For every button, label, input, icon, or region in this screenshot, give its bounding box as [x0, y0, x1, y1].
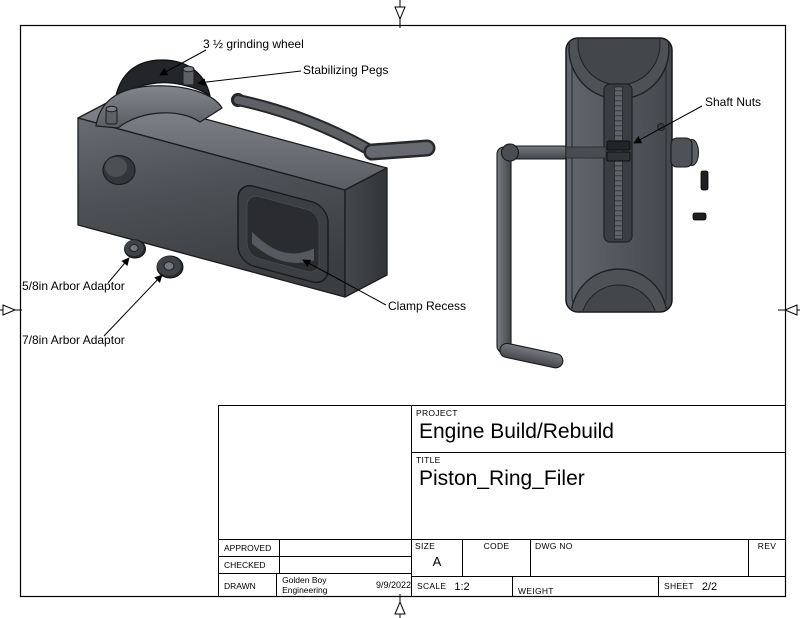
title-cell: TITLE Piston_Ring_Filer — [412, 453, 785, 539]
title-block: PROJECT Engine Build/Rebuild TITLE Pisto… — [218, 405, 786, 597]
callout-shaft-nuts: Shaft Nuts — [705, 95, 762, 109]
clamp-recess — [237, 184, 329, 284]
title-value: Piston_Ring_Filer — [419, 467, 585, 491]
checked-value — [280, 557, 285, 573]
wheel-housing — [95, 85, 223, 129]
drawn-row: DRAWN Golden Boy Engineering 9/9/2022 — [219, 573, 411, 596]
stabilizing-peg-front — [105, 105, 118, 125]
project-cell: PROJECT Engine Build/Rebuild — [412, 406, 785, 453]
crank-grip-top — [499, 342, 564, 369]
plate-bosses — [568, 39, 670, 311]
size-cell: SIZE A — [412, 539, 463, 576]
side-knob — [102, 154, 136, 186]
drawn-label: DRAWN — [219, 574, 278, 596]
title-label: TITLE — [416, 455, 441, 465]
crank-shaft-cap — [500, 143, 520, 162]
crank-arm — [496, 146, 512, 354]
code-label: CODE — [483, 541, 510, 551]
approved-value — [280, 540, 285, 556]
center-mark-right — [778, 304, 800, 316]
center-mark-bottom — [394, 594, 406, 618]
callout-clamp-recess: Clamp Recess — [388, 299, 467, 313]
sheet-label: SHEET — [664, 580, 694, 591]
leader-clamp-recess — [302, 259, 387, 306]
callout-arbor-78: 7/8in Arbor Adaptor — [22, 333, 125, 347]
arbor-adaptor-5-8 — [124, 239, 146, 259]
leader-arbor-58 — [107, 257, 130, 284]
leader-grinding-wheel — [159, 49, 207, 76]
leader-arbor-78 — [103, 274, 163, 337]
arbor-adaptor-7-8 — [156, 255, 184, 279]
leader-lines — [103, 49, 703, 337]
sheet-value: 2/2 — [701, 580, 718, 593]
dwg-no-cell: DWG NO — [531, 539, 749, 576]
scale-value: 1:2 — [454, 580, 470, 593]
drawn-value: Golden Boy Engineering — [282, 575, 328, 595]
size-value: A — [432, 554, 442, 570]
drawn-date: 9/9/2022 — [375, 580, 411, 590]
dwg-no-label: DWG NO — [535, 541, 573, 551]
title-block-divider — [411, 406, 412, 596]
scale-cell: SCALE 1:2 — [412, 576, 513, 596]
rev-label: REV — [757, 541, 777, 551]
scale-label: SCALE — [417, 580, 447, 591]
callout-grinding-wheel: 3 ½ grinding wheel — [203, 37, 304, 51]
approved-label: APPROVED — [219, 540, 280, 556]
lead-screw — [614, 86, 623, 240]
right-knob — [670, 137, 699, 168]
leader-stabilizing-pegs — [197, 70, 302, 87]
rev-cell: REV — [749, 539, 785, 576]
project-label: PROJECT — [416, 408, 458, 418]
top-crank-handle — [496, 143, 569, 369]
crank-handle — [231, 93, 436, 161]
checked-row: CHECKED — [219, 556, 411, 573]
body-right-face — [344, 167, 388, 298]
size-label: SIZE — [415, 541, 436, 551]
approved-row: APPROVED — [219, 539, 411, 556]
sheet-cell: SHEET 2/2 — [659, 576, 785, 596]
exploded-nut-2 — [692, 212, 707, 221]
exploded-nut-1 — [700, 170, 709, 191]
top-view — [496, 37, 709, 369]
weight-label: WEIGHT — [518, 586, 554, 596]
shaft-nut-lower — [606, 151, 631, 162]
project-value: Engine Build/Rebuild — [419, 420, 614, 444]
code-cell: CODE — [463, 539, 531, 576]
leader-shaft-nuts — [633, 105, 703, 144]
callout-stabilizing-pegs: Stabilizing Pegs — [303, 63, 389, 77]
shaft-nut-upper — [606, 140, 631, 151]
checked-label: CHECKED — [219, 557, 280, 573]
weight-cell: WEIGHT — [513, 576, 659, 596]
callout-arbor-58: 5/8in Arbor Adaptor — [22, 279, 125, 293]
center-mark-left — [0, 304, 22, 316]
center-mark-top — [394, 0, 406, 28]
isometric-view — [77, 59, 436, 298]
stabilizing-peg-rear — [182, 65, 195, 86]
shaft-cross — [565, 146, 607, 159]
